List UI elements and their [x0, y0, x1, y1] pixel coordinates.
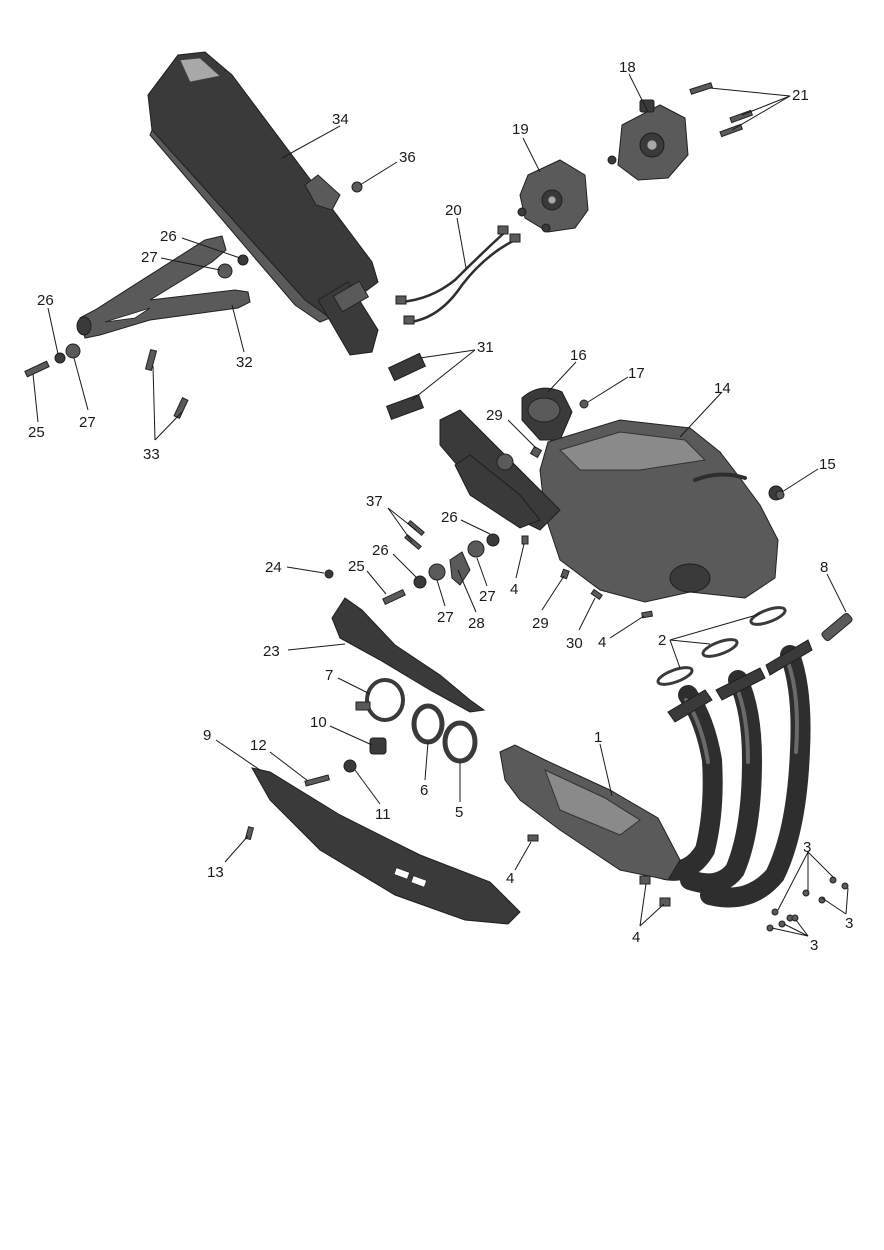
callout-label-29: 29: [486, 407, 503, 424]
screw-part-17: [579, 399, 589, 409]
callout-label-3: 3: [845, 915, 853, 932]
hanger-bracket-part-32: [76, 235, 251, 339]
bolt-part-36: [351, 181, 363, 193]
callout-label-37: 37: [366, 493, 383, 510]
callout-label-30: 30: [566, 635, 583, 652]
callout-label-26: 26: [441, 509, 458, 526]
callout-label-7: 7: [325, 667, 333, 684]
callout-label-26: 26: [372, 542, 389, 559]
callout-label-3: 3: [803, 839, 811, 856]
callout-label-34: 34: [332, 111, 349, 128]
header-assembly-part-1: [499, 639, 813, 908]
cable-clips-part-31: [385, 352, 427, 421]
callout-label-4: 4: [506, 870, 514, 887]
callout-label-36: 36: [399, 149, 416, 166]
screws-part-21: [689, 82, 754, 138]
callout-label-25: 25: [28, 424, 45, 441]
callout-label-33: 33: [143, 446, 160, 463]
callout-label-12: 12: [250, 737, 267, 754]
callout-label-32: 32: [236, 354, 253, 371]
fasteners-part-10-11-12: [304, 737, 387, 787]
nut-part-24: [324, 569, 334, 579]
cap-part-16: [521, 387, 573, 441]
bolts-part-37: [404, 519, 425, 551]
callout-label-27: 27: [479, 588, 496, 605]
callout-label-18: 18: [619, 59, 636, 76]
nuts-part-3: [766, 876, 849, 932]
heat-shield-part-23: [331, 597, 486, 713]
callout-labels: 1 2 3 3 3 4 4 4 4 5 6 7 8 9 10 11 12 13 …: [28, 59, 853, 954]
callout-label-28: 28: [468, 615, 485, 632]
callout-label-26: 26: [37, 292, 54, 309]
washer-rubber-group-left: [24, 254, 249, 419]
callout-label-24: 24: [265, 559, 282, 576]
sensor-part-8: [821, 612, 853, 642]
callout-label-2: 2: [658, 632, 666, 649]
callout-label-5: 5: [455, 804, 463, 821]
gaskets-part-2: [656, 606, 787, 686]
callout-label-16: 16: [570, 347, 587, 364]
leader-lines: [32, 73, 849, 937]
callout-label-14: 14: [714, 380, 731, 397]
callout-label-10: 10: [310, 714, 327, 731]
clamp-part-7: [355, 678, 405, 722]
callout-label-26: 26: [160, 228, 177, 245]
callout-label-25: 25: [348, 558, 365, 575]
callout-label-9: 9: [203, 727, 211, 744]
callout-label-27: 27: [141, 249, 158, 266]
grommet-part-15: [768, 485, 785, 501]
callout-label-4: 4: [632, 929, 640, 946]
collector-box-part-14: [439, 409, 779, 603]
gaskets-part-5-6: [411, 703, 478, 764]
callout-label-21: 21: [792, 87, 809, 104]
silencer-part-34: [147, 51, 379, 356]
callout-label-11: 11: [375, 806, 391, 823]
callout-label-29: 29: [532, 615, 549, 632]
servo-motor-part-19: [517, 159, 589, 233]
callout-label-1: 1: [594, 729, 602, 746]
callout-label-20: 20: [445, 202, 462, 219]
cable-part-20: [395, 225, 521, 325]
callout-label-15: 15: [819, 456, 836, 473]
callout-label-23: 23: [263, 643, 280, 660]
callout-label-31: 31: [477, 339, 494, 356]
callout-label-17: 17: [628, 365, 645, 382]
callout-label-13: 13: [207, 864, 224, 881]
actuator-part-18: [607, 99, 689, 181]
small-fasteners-center: [521, 445, 654, 619]
callout-label-6: 6: [420, 782, 428, 799]
callout-label-4: 4: [598, 634, 606, 651]
callout-label-27: 27: [79, 414, 96, 431]
lower-shield-part-9: [251, 767, 521, 925]
callout-label-8: 8: [820, 559, 828, 576]
mount-hardware-center: [382, 533, 500, 606]
callout-label-3: 3: [810, 937, 818, 954]
callout-label-4: 4: [510, 581, 518, 598]
callout-label-27: 27: [437, 609, 454, 626]
callout-label-19: 19: [512, 121, 529, 138]
